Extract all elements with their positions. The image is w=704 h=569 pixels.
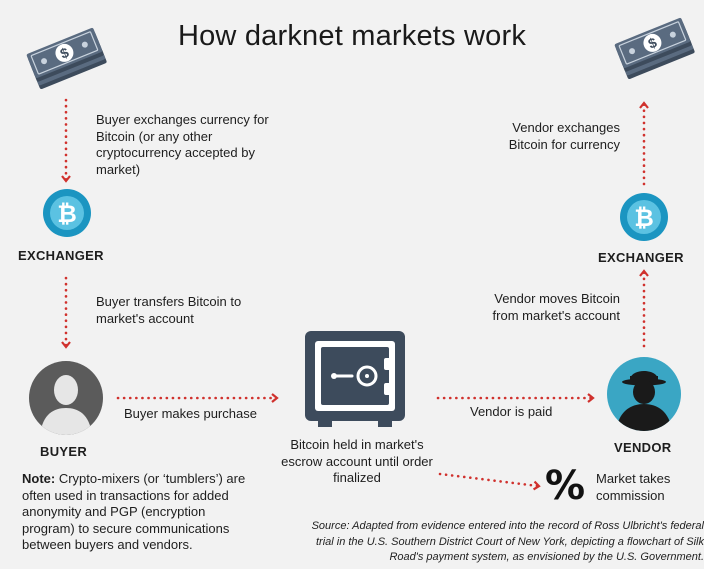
buyer-makes-purchase-label: Buyer makes purchase [124, 406, 257, 421]
vendor-label: VENDOR [614, 440, 672, 455]
escrow-description: Bitcoin held in market's escrow account … [281, 437, 433, 485]
note-label: Note: [22, 471, 56, 486]
percent-icon: % [545, 463, 586, 509]
market-takes-commission: Market takes commission [596, 471, 671, 503]
step-buyer-exchanges: Buyer exchanges currency for Bitcoin (or… [96, 112, 269, 177]
step-vendor-exchanges: Vendor exchanges Bitcoin for currency [508, 120, 620, 152]
page-title: How darknet markets work [177, 20, 527, 52]
bitcoin-icon-left: ₿ [43, 189, 91, 237]
buyer-avatar-icon [29, 361, 103, 435]
money-stack-icon-left: $ [26, 27, 107, 89]
note-block: Note: Crypto-mixers (or ‘tumblers’) are … [22, 471, 252, 554]
exchanger-label-left: EXCHANGER [18, 248, 104, 263]
note-text: Crypto-mixers (or ‘tumblers’) are often … [22, 471, 246, 552]
buyer-label: BUYER [40, 444, 88, 459]
money-stack-icon-right: $ [614, 17, 695, 79]
bitcoin-symbol-text: ₿ [57, 200, 77, 228]
arrow-escrow-to-commission [438, 472, 541, 491]
escrow-safe-icon [305, 331, 405, 427]
bitcoin-icon-right: ₿ [620, 193, 668, 241]
bitcoin-symbol-text: ₿ [634, 204, 654, 232]
step-vendor-moves: Vendor moves Bitcoin from market's accou… [492, 291, 620, 323]
vendor-avatar-icon [607, 357, 681, 431]
vendor-is-paid-label: Vendor is paid [470, 404, 553, 419]
source-citation: Source: Adapted from evidence entered in… [311, 520, 704, 563]
exchanger-label-right: EXCHANGER [598, 250, 684, 265]
step-buyer-transfers: Buyer transfers Bitcoin to market's acco… [96, 294, 242, 326]
